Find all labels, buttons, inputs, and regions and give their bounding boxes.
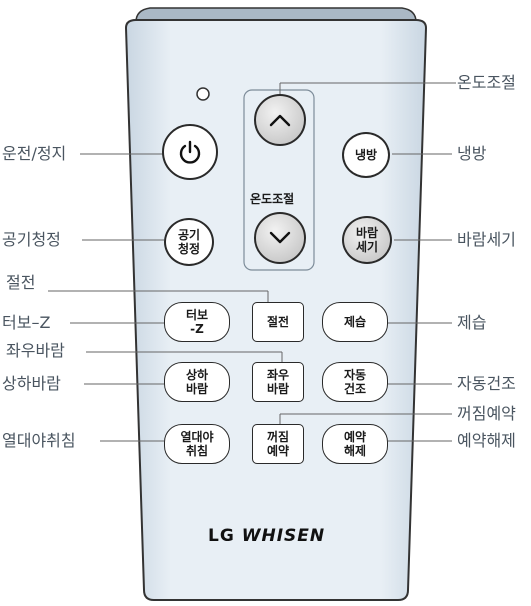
cancel-timer-line1: 예약 [343, 430, 367, 444]
power-save-label: 절전 [266, 315, 290, 329]
air-clean-button[interactable]: 공기 청정 [164, 218, 214, 266]
left-right-button[interactable]: 좌우 바람 [252, 362, 304, 402]
dehumid-label: 제습 [343, 315, 367, 329]
off-timer-line1: 꺼짐 [266, 430, 290, 444]
callout-off-timer: 꺼짐예약 [457, 404, 516, 423]
off-timer-line2: 예약 [266, 444, 290, 458]
callout-turbo: 터보–Z [2, 313, 51, 332]
turbo-line2: -Z [190, 322, 204, 336]
turbo-line1: 터보 [185, 308, 209, 322]
callout-sleep: 열대야취침 [2, 431, 76, 450]
callout-dehumid: 제습 [457, 313, 487, 332]
power-button[interactable] [162, 124, 218, 180]
callout-cool: 냉방 [457, 144, 487, 163]
auto-dry-line1: 자동 [343, 368, 367, 382]
off-timer-button[interactable]: 꺼짐 예약 [252, 424, 304, 464]
cancel-timer-line2: 해제 [343, 444, 367, 458]
brand-logo: LG WHISEN [208, 526, 325, 546]
callout-left-right: 좌우바람 [6, 341, 65, 360]
callout-cancel-timer: 예약해제 [457, 431, 516, 450]
up-down-line2: 바람 [185, 382, 209, 396]
left-right-line1: 좌우 [266, 368, 290, 382]
logo-lg: LG [208, 526, 235, 546]
auto-dry-button[interactable]: 자동 건조 [322, 362, 388, 402]
power-icon [179, 140, 201, 164]
sleep-button[interactable]: 열대야 취침 [164, 424, 230, 464]
dehumid-button[interactable]: 제습 [322, 302, 388, 342]
wind-line1: 바람 [355, 226, 379, 240]
cool-button[interactable]: 냉방 [342, 132, 390, 178]
callout-auto-dry: 자동건조 [457, 374, 516, 393]
air-clean-line1: 공기 [177, 228, 201, 242]
sleep-line1: 열대야 [180, 430, 214, 444]
cool-button-label: 냉방 [354, 148, 378, 162]
cancel-timer-button[interactable]: 예약 해제 [322, 424, 388, 464]
up-down-button[interactable]: 상하 바람 [164, 362, 230, 402]
left-right-line2: 바람 [266, 382, 290, 396]
chevron-down-icon [269, 231, 291, 244]
remote-top-cap [135, 7, 417, 23]
up-down-line1: 상하 [185, 368, 209, 382]
air-clean-line2: 청정 [177, 242, 201, 256]
temp-up-button[interactable] [254, 94, 306, 146]
logo-whisen: WHISEN [241, 526, 326, 546]
callout-air-clean: 공기청정 [2, 230, 61, 249]
wind-button[interactable]: 바람 세기 [342, 216, 392, 264]
callout-temp: 온도조절 [457, 73, 516, 92]
power-save-button[interactable]: 절전 [252, 302, 304, 342]
temp-center-label: 온도조절 [250, 192, 295, 206]
callout-power: 운전/정지 [2, 144, 67, 163]
temp-group-outline [243, 89, 315, 271]
callout-up-down: 상하바람 [2, 374, 61, 393]
ir-sensor-indicator [196, 87, 210, 101]
leader-lines-left [48, 153, 283, 442]
temp-down-button[interactable] [254, 212, 306, 264]
callout-wind: 바람세기 [457, 230, 516, 249]
leader-lines-right [279, 82, 456, 442]
chevron-up-icon [269, 114, 291, 127]
auto-dry-line2: 건조 [343, 382, 367, 396]
sleep-line2: 취침 [185, 444, 209, 458]
wind-line2: 세기 [355, 240, 379, 254]
callout-power-save: 절전 [6, 273, 36, 292]
turbo-button[interactable]: 터보 -Z [164, 302, 230, 342]
